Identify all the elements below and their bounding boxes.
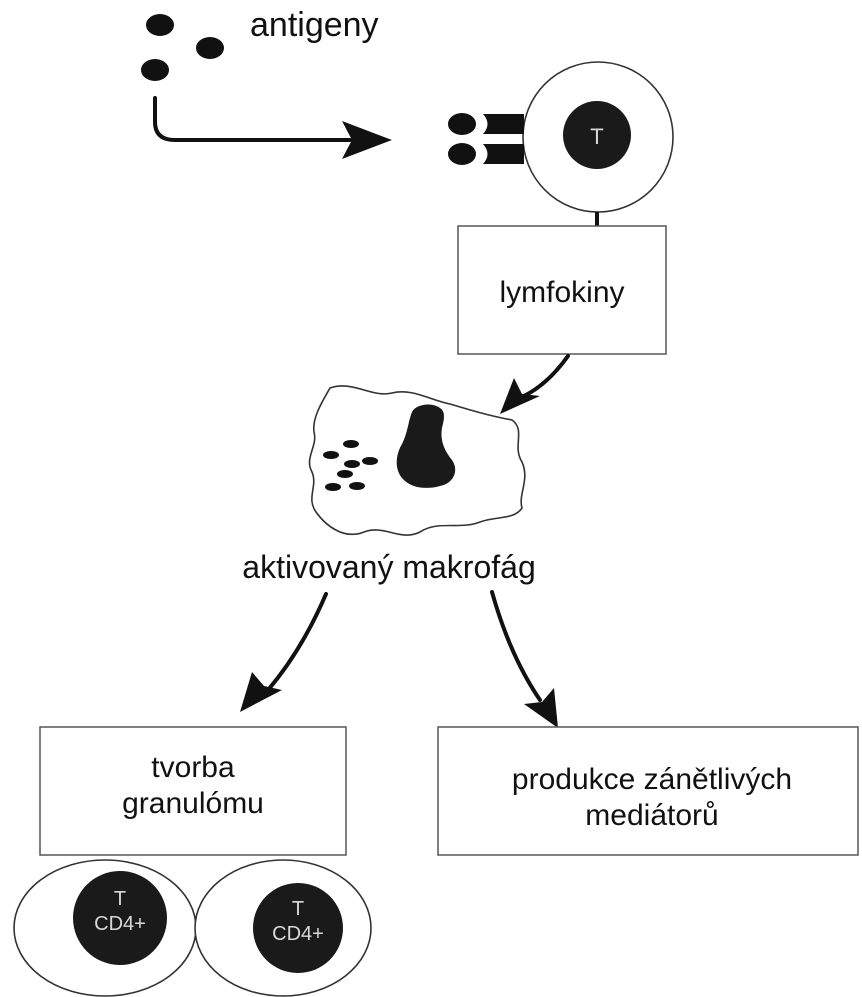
cd4-cell-t-label: T [292,898,304,920]
granuloma-label-line2: granulómu [122,787,264,820]
lymphokines-label: lymfokiny [499,276,624,309]
arrow-macrophage-to-mediators [490,590,558,728]
phagocytosed-particle [344,460,360,468]
receptor-icon [483,114,524,134]
receptor-icon [483,144,524,164]
cd4-cell-nucleus [73,871,167,965]
lymphokines-box [457,225,667,355]
antigen-group [141,14,224,81]
macrophage-nucleus [396,404,456,488]
bound-antigen-dot [448,143,476,165]
cd4-t-cell: T CD4+ [194,859,372,997]
granuloma-label-line1: tvorba [151,751,235,784]
arrow-antigen-to-tcell [153,96,392,159]
phagocytosed-particle [323,451,339,459]
cd4-cell-cd-label: CD4+ [94,913,146,935]
cd4-cell-nucleus [253,883,343,973]
phagocytosed-particle [343,440,359,448]
cd4-cell-cd-label: CD4+ [272,923,324,945]
arrow-lymphokines-to-macrophage [500,354,570,414]
antigen-dot [196,37,224,59]
cd4-cell-t-label: T [114,888,126,910]
phagocytosed-particle [325,483,341,491]
t-cell-nucleus [563,101,631,169]
phagocytosed-particle [337,470,353,478]
bound-antigen-dot [448,113,476,135]
antigen-dot [141,59,169,81]
phagocytosed-particle [362,457,378,465]
macrophage [308,385,526,536]
mediators-label-line2: mediátorů [585,799,718,832]
phagocytosed-particle [349,482,365,490]
arrow-macrophage-to-granuloma [240,592,328,712]
t-cell-label: T [590,124,603,149]
granuloma-box [39,726,347,856]
mediators-box [437,726,859,856]
antigens-label: antigeny [250,6,379,44]
cd4-t-cell: T CD4+ [13,859,197,997]
t-cell: T [448,61,674,213]
mediators-label-line1: produkce zánětlivých [512,763,792,796]
antigen-dot [146,14,174,36]
macrophage-label: aktivovaný makrofág [242,549,535,585]
